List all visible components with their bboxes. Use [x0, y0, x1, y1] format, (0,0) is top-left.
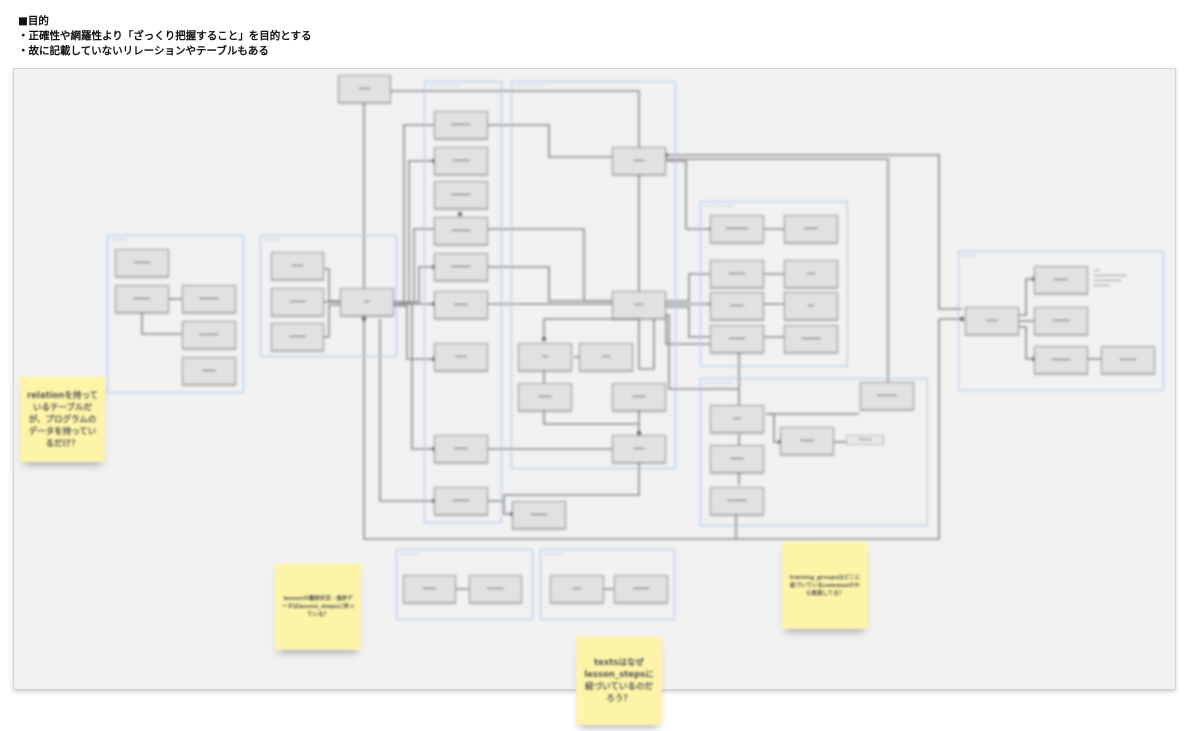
entity-rel-f[interactable]: ━━━━━: [434, 291, 488, 319]
entity-lesson-c[interactable]: ━━━━━━━: [710, 487, 764, 515]
entity-misc-a[interactable]: ━━━━━: [403, 575, 456, 603]
purpose-line-omissions: ・故に記載していないリレーションやテーブルもある: [18, 45, 269, 57]
purpose-heading: ■目的: [18, 15, 49, 27]
entity-rel-g[interactable]: ━━━━: [434, 343, 488, 371]
entity-courses[interactable]: ━━━: [612, 291, 666, 319]
sticky-note-relation-text: relationを持っているテーブルだが、プログラムのデータを持っているだけ？: [26, 390, 99, 449]
entity-training-b[interactable]: ━━━━━━: [1034, 307, 1088, 335]
entity-misc-c[interactable]: ━━━: [550, 575, 604, 603]
purpose-header: ■目的 ・正確性や網羅性より「ざっくり把握すること」を目的とする ・故に記載して…: [18, 14, 311, 59]
entity-rel-a[interactable]: ━━━━━━━: [434, 111, 488, 139]
entity-setting-f[interactable]: ━━: [784, 292, 838, 320]
entity-training-a[interactable]: ━━━━━: [1034, 266, 1088, 294]
entity-course-f[interactable]: ━━━━━━: [512, 501, 566, 529]
entity-users[interactable]: ━━: [340, 288, 394, 316]
sticky-note-relation[interactable]: relationを持っているテーブルだが、プログラムのデータを持っているだけ？: [20, 377, 105, 462]
group-frame-users: ———: [260, 235, 397, 357]
sticky-note-training-text: training_groupsはどこに紐づいているcommonかから推測してる？: [789, 574, 861, 597]
entity-setting-d[interactable]: ━━━: [784, 260, 838, 288]
er-diagram-board[interactable]: ——— ——— —————— —————— —————— —————— ——— …: [13, 68, 1176, 725]
group-frame-user-relations: ——————: [424, 81, 502, 523]
entity-misc-b[interactable]: ━━━━━━: [469, 575, 522, 603]
entity-course-c[interactable]: ━━━━━: [518, 383, 572, 411]
group-frame-misc-b: ————: [540, 549, 675, 620]
group-frame-misc-a: ————: [396, 549, 533, 620]
group-frame-course-settings: ——————: [700, 201, 848, 367]
purpose-line-accuracy: ・正確性や網羅性より「ざっくり把握すること」を目的とする: [18, 30, 312, 42]
entity-lesson-d[interactable]: ━━━━━━━: [860, 382, 914, 410]
entity-admin-b[interactable]: ━━━━━━: [115, 285, 169, 313]
entity-user-b[interactable]: ━━━━━━: [271, 288, 324, 316]
sticky-note-lesson-text: lessonの履修状況・進捗データはlesson_stepsに持っている？: [281, 596, 355, 618]
entity-training-d[interactable]: ━━━━━━: [1101, 346, 1155, 374]
group-frame-training: ———: [958, 251, 1164, 391]
entity-rel-c[interactable]: ━━━━━━━: [434, 181, 488, 209]
entity-setting-h[interactable]: ━━━━━━━: [784, 325, 838, 353]
entity-training[interactable]: ━━━━: [965, 307, 1019, 335]
sticky-note-texts-text: textsはなぜlesson_stepsに紐づいているのだろう？: [584, 658, 654, 704]
entity-rel-i[interactable]: ━━━━━━: [434, 487, 488, 515]
entity-rel-b[interactable]: ━━━━━━: [434, 147, 488, 175]
entity-setting-b[interactable]: ━━━━━: [784, 215, 838, 243]
entity-admin-c[interactable]: ━━━━━━━: [182, 285, 236, 313]
entity-user-c[interactable]: ━━━━━━: [271, 323, 324, 351]
entity-training-c[interactable]: ━━━━━━━: [1034, 346, 1088, 374]
entity-rel-d[interactable]: ━━━━━━━: [434, 217, 488, 245]
entity-misc-d[interactable]: ━━━━━━: [614, 575, 668, 603]
entity-lessons[interactable]: ━━━: [710, 405, 764, 433]
entity-admin-e[interactable]: ━━━━━: [182, 357, 236, 385]
diagram-canvas: ——— ——— —————— —————— —————— —————— ——— …: [14, 69, 1175, 689]
group-frame-courses: ——————: [511, 81, 676, 469]
group-frame-admin: ———: [107, 235, 244, 393]
entity-companies[interactable]: ━━━━: [612, 147, 666, 175]
entity-setting-g[interactable]: ━━━━━━: [710, 325, 764, 353]
sticky-note-texts[interactable]: textsはなぜlesson_stepsに紐づいているのだろう？: [576, 637, 662, 725]
entity-texts[interactable]: ━━━━━: [780, 427, 834, 455]
entity-course-d[interactable]: ━━━━━: [612, 383, 666, 411]
entity-lesson-steps[interactable]: ━━━━━: [710, 445, 764, 473]
group-frame-lessons: ——————: [700, 378, 928, 526]
entity-admin-d[interactable]: ━━━━━━━: [182, 321, 236, 349]
entity-setting-a[interactable]: ━━━━━━━━: [710, 215, 764, 243]
entity-course-a[interactable]: ━━: [518, 343, 572, 371]
entity-course-e[interactable]: ━━━━: [612, 435, 666, 463]
sticky-note-training[interactable]: training_groupsはどこに紐づいているcommonかから推測してる？: [782, 542, 868, 629]
entity-course-b[interactable]: ━━━: [579, 343, 633, 371]
entity-rel-h[interactable]: ━━━━━: [434, 435, 488, 463]
entity-top[interactable]: ━━━━: [338, 75, 391, 103]
entity-rel-e[interactable]: ━━━━━━━: [434, 253, 488, 281]
entity-user-a[interactable]: ━━━━: [271, 252, 324, 280]
training-note-text: ━━━━━━━━━━━━━━━━━━━━━━━━━━━━━━: [1094, 269, 1127, 289]
entity-admin-a[interactable]: ━━━━━━: [115, 249, 169, 277]
sticky-note-lesson[interactable]: lessonの履修状況・進捗データはlesson_stepsに持っている？: [275, 564, 361, 650]
entity-text-chip: ━━━━━: [846, 435, 884, 445]
entity-setting-c[interactable]: ━━━━━━: [710, 260, 764, 288]
entity-setting-e[interactable]: ━━━━━: [710, 292, 764, 320]
relation-lines: [141, 90, 1101, 590]
